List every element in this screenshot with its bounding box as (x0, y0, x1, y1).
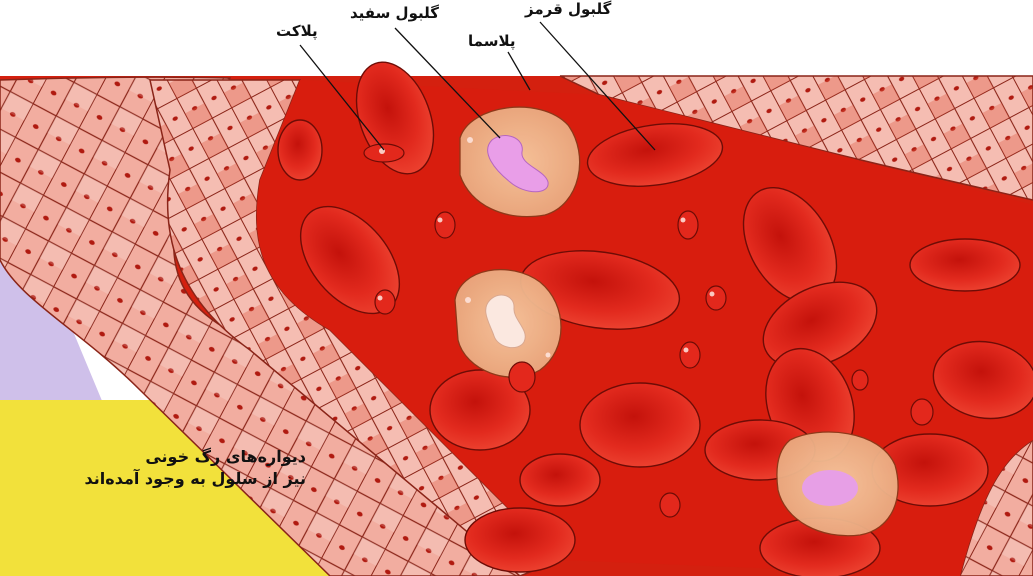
red-cell (278, 120, 322, 180)
label-red-cell: گلبول قرمز (525, 0, 611, 18)
red-cell (580, 383, 700, 467)
vessel-wall-caption-line1: دیواره‌های رگ خونی (56, 446, 306, 468)
label-white-cell: گلبول سفید (350, 4, 439, 22)
red-cell (465, 508, 575, 572)
platelet (852, 370, 868, 390)
red-cell (520, 454, 600, 506)
platelet (660, 493, 680, 517)
platelet (680, 342, 700, 368)
platelet (911, 399, 933, 425)
platelet (375, 290, 395, 314)
vessel-wall-caption: دیواره‌های رگ خونی نیز از سلول به وجود آ… (56, 446, 306, 490)
platelet (435, 212, 455, 238)
label-plasma: پلاسما (468, 32, 515, 50)
platelet (509, 362, 535, 392)
white-cell-nucleus (802, 470, 858, 506)
red-cell (910, 239, 1020, 291)
label-platelet: پلاکت (276, 22, 318, 40)
platelet (706, 286, 726, 310)
vessel-wall-caption-line2: نیز از سلول به وجود آمده‌اند (56, 468, 306, 490)
platelet (678, 211, 698, 239)
